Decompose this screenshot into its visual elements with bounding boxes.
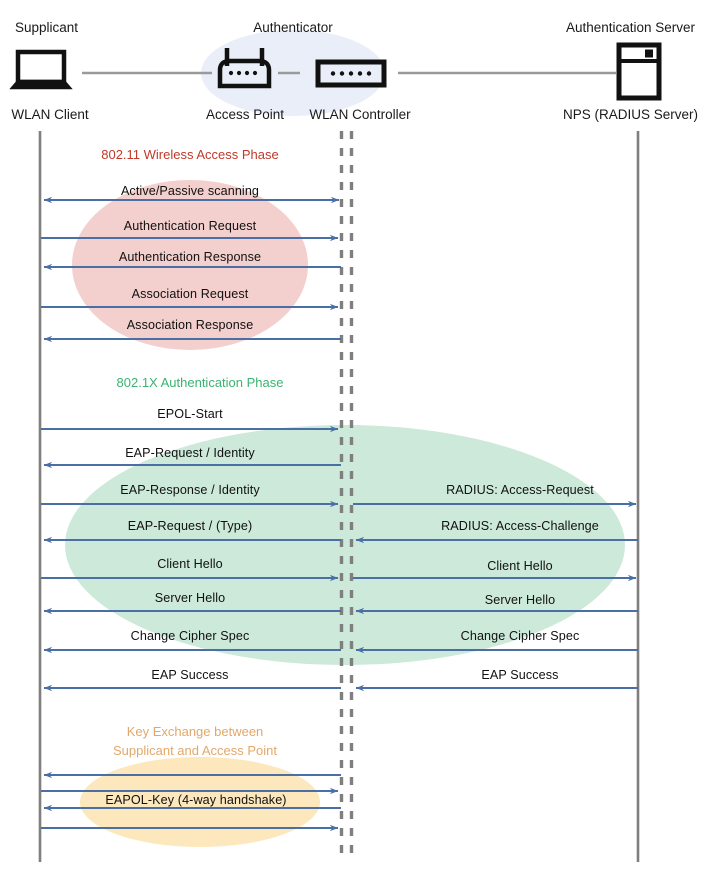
message-label-server-hello-left: Server Hello (154, 591, 226, 605)
actor-device-access-point: Access Point (205, 107, 285, 122)
message-label-client-hello-right: Client Hello (487, 559, 553, 573)
message-label-active-passive-scanning: Active/Passive scanning (120, 184, 260, 198)
actor-device-wlan-client: WLAN Client (11, 107, 89, 122)
message-label-server-hello-right: Server Hello (484, 593, 556, 607)
message-label-change-cipher-spec-left: Change Cipher Spec (130, 629, 250, 643)
message-label-association-request: Association Request (131, 287, 249, 301)
server-icon (616, 42, 662, 101)
phase-title-key-exchange-line1: Key Exchange between (126, 724, 264, 739)
message-label-authentication-response: Authentication Response (118, 250, 262, 264)
message-label-radius-access-challenge: RADIUS: Access-Challenge (441, 519, 599, 533)
actor-role-auth-server: Authentication Server (565, 20, 696, 35)
message-label-radius-access-request: RADIUS: Access-Request (446, 483, 594, 497)
phase-ellipse-dot1x (65, 425, 625, 665)
message-label-authentication-request: Authentication Request (123, 219, 257, 233)
actor-role-authenticator: Authenticator (253, 20, 333, 35)
actor-role-supplicant: Supplicant (14, 20, 79, 35)
message-label-eapol-key: EAPOL-Key (4-way handshake) (105, 793, 287, 807)
message-label-eapol-start: EPOL-Start (157, 407, 223, 421)
phase-title-wireless-access: 802.11 Wireless Access Phase (101, 147, 279, 162)
phase-title-key-exchange-line2: Supplicant and Access Point (112, 743, 278, 758)
message-label-change-cipher-spec-right: Change Cipher Spec (460, 629, 580, 643)
message-label-eap-success-left: EAP Success (151, 668, 229, 682)
laptop-icon (9, 49, 73, 90)
phase-ellipse-key-exchange (80, 757, 320, 847)
actor-device-wlan-controller: WLAN Controller (309, 107, 411, 122)
message-label-eap-request-type: EAP-Request / (Type) (127, 519, 253, 533)
access-point-icon (217, 48, 272, 89)
message-label-client-hello-left: Client Hello (157, 557, 223, 571)
message-label-eap-request-identity: EAP-Request / Identity (125, 446, 255, 460)
message-label-eap-response-identity: EAP-Response / Identity (120, 483, 260, 497)
message-label-association-response: Association Response (126, 318, 254, 332)
actor-device-nps-radius: NPS (RADIUS Server) (562, 107, 699, 122)
phase-title-dot1x: 802.1X Authentication Phase (116, 375, 284, 390)
wlan-controller-icon (315, 59, 387, 88)
message-label-eap-success-right: EAP Success (481, 668, 559, 682)
